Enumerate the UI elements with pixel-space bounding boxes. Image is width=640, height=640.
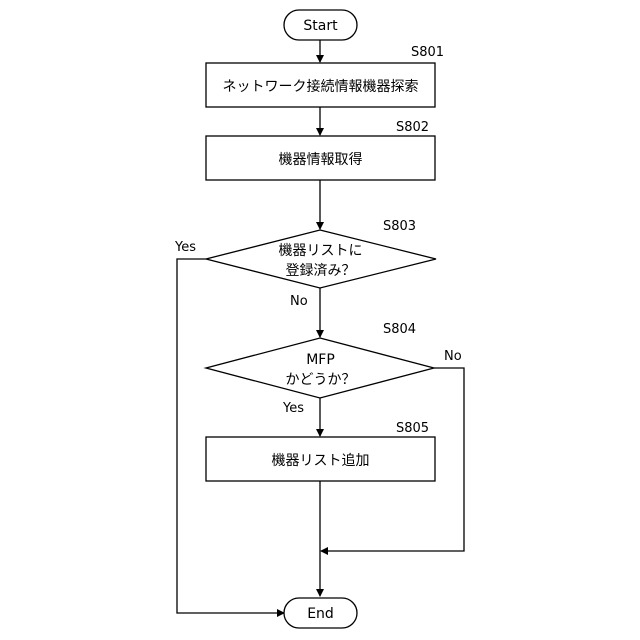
step-s801-text: ネットワーク接続情報機器探索 [223,78,419,95]
step-s802-label: S802 [396,120,429,135]
decision-s804 [206,338,434,398]
step-s805-label: S805 [396,421,429,436]
arrow-s803-yes-end [177,259,284,613]
step-s804-label: S804 [383,322,416,337]
decision-s803-line1: 機器リストに [279,243,363,259]
start-label: Start [303,18,338,34]
step-s805-text: 機器リスト追加 [272,453,370,469]
branch-s804-yes: Yes [282,401,304,416]
branch-s804-no: No [444,349,462,364]
end-label: End [307,606,334,622]
decision-s803-line2: 登録済み？ [286,263,356,279]
step-s803-label: S803 [383,219,416,234]
decision-s804-line1: MFP [306,352,335,368]
step-s802-text: 機器情報取得 [279,151,363,168]
decision-s804-line2: かどうか？ [286,372,356,388]
branch-s803-yes: Yes [174,240,196,255]
decision-s803 [206,230,436,288]
step-s801-label: S801 [411,45,444,60]
branch-s803-no: No [290,294,308,309]
